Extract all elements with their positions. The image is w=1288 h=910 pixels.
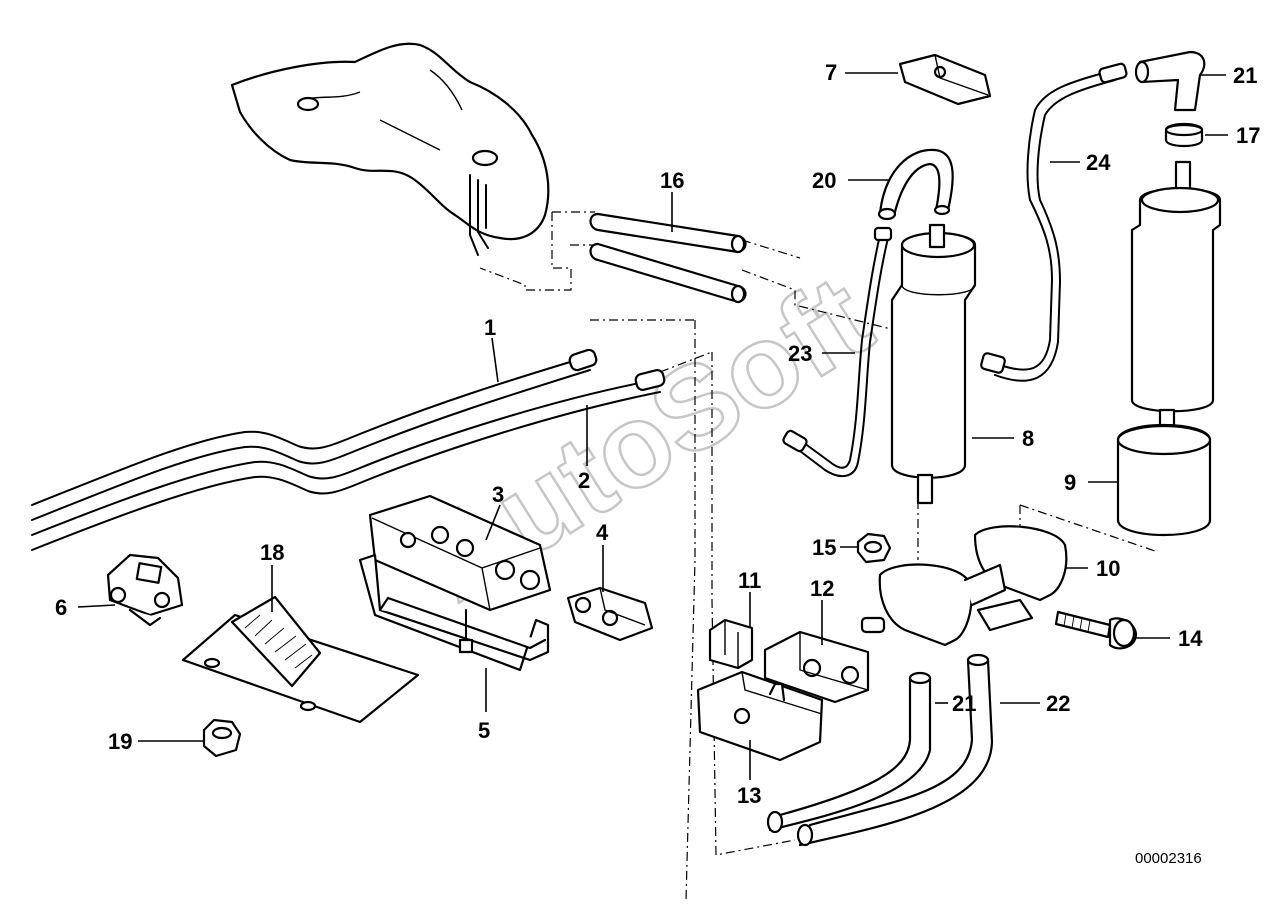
callout-12: 12 [810, 576, 834, 601]
fuel-tank [230, 42, 550, 256]
callout-23: 23 [788, 341, 812, 366]
callout-18: 18 [260, 540, 284, 565]
leader-lines [77, 72, 1228, 780]
callout-22: 22 [1046, 691, 1070, 716]
nut-19 [202, 718, 242, 758]
callout-6: 6 [55, 595, 67, 620]
callout-21-bottom: 21 [952, 691, 976, 716]
callout-3: 3 [492, 482, 504, 507]
connector-7 [898, 53, 992, 106]
callout-19: 19 [108, 729, 132, 754]
line-24 [980, 62, 1128, 382]
bracket-plate-18 [181, 595, 420, 724]
hose-20 [877, 148, 954, 221]
bolt-14 [1054, 610, 1138, 650]
hose-21-top [1134, 50, 1206, 112]
callout-15: 15 [812, 535, 836, 560]
callout-20: 20 [812, 168, 836, 193]
clamp-10 [860, 525, 1068, 647]
callout-5: 5 [478, 718, 490, 743]
callout-7: 7 [825, 60, 837, 85]
clamp-17 [1164, 122, 1204, 148]
base-5 [358, 553, 550, 672]
callout-8: 8 [1022, 426, 1034, 451]
callout-13: 13 [737, 783, 761, 808]
callout-17: 17 [1236, 123, 1260, 148]
callout-24: 24 [1086, 150, 1111, 175]
clip-11 [708, 618, 754, 670]
fuel-pump [1130, 160, 1222, 444]
nut-15 [856, 532, 892, 564]
callout-1: 1 [484, 315, 496, 340]
sleeve-9 [1116, 423, 1212, 537]
callout-16: 16 [660, 168, 684, 193]
callout-9: 9 [1064, 470, 1076, 495]
clip-6 [106, 553, 184, 627]
callout-14: 14 [1178, 626, 1203, 651]
line-23 [782, 226, 893, 478]
fuel-filter-8 [890, 223, 977, 505]
clip-3 [368, 494, 552, 612]
fuel-lines [31, 348, 666, 551]
callout-21-top: 21 [1233, 63, 1257, 88]
callout-10: 10 [1096, 556, 1120, 581]
hose-21-bottom [766, 671, 932, 834]
clip-4 [566, 586, 654, 642]
document-number: 00002316 [1135, 850, 1202, 867]
callout-4: 4 [596, 520, 609, 545]
hose-22 [796, 653, 994, 847]
callout-11: 11 [738, 568, 761, 593]
callout-labels: 1 2 3 4 5 6 7 8 9 10 11 12 13 14 15 16 1… [55, 60, 1260, 808]
callout-2: 2 [578, 468, 590, 493]
clip-12 [763, 630, 870, 704]
bracket-13 [696, 670, 824, 762]
hose-pair-16 [589, 212, 747, 304]
